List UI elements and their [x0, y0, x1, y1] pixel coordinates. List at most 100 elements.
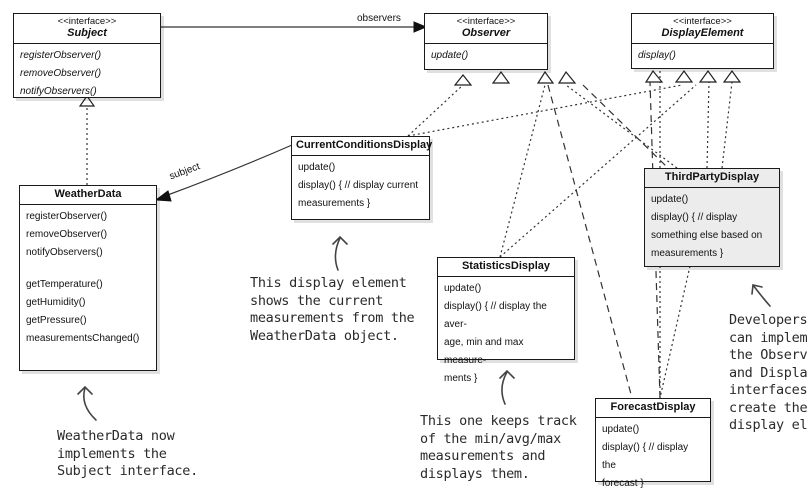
- currentconditions-class-box: CurrentConditionsDisplay update() displa…: [291, 136, 433, 220]
- class-name: WeatherData: [54, 188, 122, 200]
- operation: display() { // display the aver-: [444, 301, 547, 330]
- observer-realization-head-2: [491, 70, 511, 84]
- operation: update(): [444, 283, 482, 294]
- operation: display() { // display: [651, 212, 738, 223]
- statistics-to-observer-line: [499, 84, 546, 258]
- statistics-header: StatisticsDisplay: [438, 258, 574, 277]
- operation: registerObserver(): [26, 211, 108, 222]
- operation: age, min and max measure-: [444, 337, 524, 366]
- operation: removeObserver(): [20, 68, 102, 79]
- displayelement-interface-box: <<interface>> DisplayElement display(): [631, 13, 774, 69]
- operation: display(): [638, 50, 676, 61]
- operations-list: update() display() { // display the aver…: [438, 277, 574, 391]
- operation: ments }: [444, 373, 478, 384]
- operation: something else based on: [651, 230, 763, 241]
- note-line: interfaces: [729, 382, 808, 398]
- note-line: WeatherData object.: [250, 327, 399, 344]
- weatherdata-note: WeatherData now implements the Subject i…: [57, 428, 198, 481]
- operations-list: update() display() { // display the fore…: [596, 418, 710, 496]
- displayelement-realization-head-4: [722, 69, 742, 83]
- note-line: and Display: [729, 364, 808, 381]
- operations-gap: [26, 262, 150, 276]
- observers-arrowhead: [413, 21, 428, 33]
- operation: removeObserver(): [26, 229, 108, 240]
- statistics-to-displayelement-line: [499, 84, 697, 258]
- forecast-header: ForecastDisplay: [596, 399, 710, 418]
- observer-to-forecast-line: [547, 84, 633, 399]
- thirdparty-to-observer-line: [565, 84, 678, 169]
- note-arrow-statistics: [499, 369, 515, 405]
- operation: measurementsChanged(): [26, 333, 140, 344]
- thirdparty-to-forecast-line: [659, 265, 691, 399]
- operations-list: display(): [632, 44, 773, 68]
- note-line: create the: [729, 399, 808, 416]
- operations-list: update() display() { // display current …: [292, 156, 429, 216]
- operations-list: registerObserver() removeObserver() noti…: [20, 205, 156, 351]
- note-line: measurements and: [420, 448, 546, 464]
- observers-label: observers: [357, 13, 401, 24]
- operations-list: registerObserver() removeObserver() noti…: [14, 44, 160, 104]
- class-name: DisplayElement: [661, 27, 744, 39]
- developers-note: Developers can impleme the Observe and D…: [729, 312, 808, 435]
- class-name: ForecastDisplay: [610, 401, 696, 413]
- class-name: Subject: [67, 27, 107, 39]
- note-arrow-weatherdata: [77, 385, 97, 421]
- displayelement-realization-head-3: [698, 69, 718, 83]
- operation: getPressure(): [26, 315, 87, 326]
- note-line: This display element: [250, 275, 407, 291]
- currentconditions-subject-association: [164, 144, 293, 197]
- observer-to-thirdparty-line: [582, 84, 669, 169]
- note-line: the Observe: [729, 347, 808, 363]
- operation: update(): [298, 162, 336, 173]
- note-line: measurements from the: [250, 310, 415, 326]
- statistics-note: This one keeps track of the min/avg/max …: [420, 413, 577, 483]
- class-name: StatisticsDisplay: [461, 260, 551, 272]
- currentconditions-header: CurrentConditionsDisplay: [292, 137, 433, 156]
- observer-interface-box: <<interface>> Observer update(): [424, 13, 548, 70]
- displayelement-interface-header: <<interface>> DisplayElement: [632, 14, 773, 44]
- operation: notifyObservers(): [20, 86, 97, 97]
- operation: update(): [431, 50, 469, 61]
- operation: measurements }: [298, 198, 371, 209]
- operation: measurements }: [651, 248, 724, 259]
- subject-arrowhead: [154, 190, 172, 202]
- operation: update(): [602, 424, 640, 435]
- observer-realization-head-3: [536, 70, 555, 84]
- operation: registerObserver(): [20, 50, 102, 61]
- observer-realization-head-4: [557, 70, 577, 84]
- thirdparty-to-displayelement-line-2: [721, 81, 733, 169]
- operation: getTemperature(): [26, 279, 103, 290]
- stereotype-label: <<interface>>: [57, 16, 117, 27]
- note-line: This one keeps track: [420, 413, 577, 429]
- thirdparty-to-displayelement-line-1: [706, 81, 710, 169]
- note-arrow-developers: [751, 284, 771, 307]
- stereotype-label: <<interface>>: [456, 16, 516, 27]
- currentconditions-to-observer-line: [407, 84, 464, 137]
- note-line: implements the: [57, 445, 167, 462]
- operation: display() { // display the: [602, 442, 689, 471]
- note-arrow-currentconditions: [332, 235, 348, 271]
- weatherdata-header: WeatherData: [20, 186, 156, 205]
- displayelement-realization-head-2: [674, 69, 694, 83]
- note-line: display ele: [729, 417, 808, 433]
- operation: forecast }: [602, 478, 644, 489]
- operation: getHumidity(): [26, 297, 86, 308]
- weatherdata-class-box: WeatherData registerObserver() removeObs…: [19, 185, 157, 371]
- note-line: shows the current: [250, 292, 384, 309]
- thirdparty-header: ThirdPartyDisplay: [645, 169, 779, 188]
- note-line: WeatherData now: [57, 428, 175, 444]
- class-name: CurrentConditionsDisplay: [296, 139, 433, 151]
- operation: display() { // display current: [298, 180, 419, 191]
- observer-interface-header: <<interface>> Observer: [425, 14, 547, 44]
- note-line: can impleme: [729, 329, 808, 346]
- class-name: ThirdPartyDisplay: [664, 171, 760, 183]
- current-conditions-note: This display element shows the current m…: [250, 275, 415, 345]
- operation: update(): [651, 194, 689, 205]
- note-line: Subject interface.: [57, 463, 198, 479]
- class-name: Observer: [461, 27, 511, 39]
- note-line: displays them.: [420, 465, 530, 482]
- subject-interface-header: <<interface>> Subject: [14, 14, 160, 44]
- operation: notifyObservers(): [26, 247, 103, 258]
- displayelement-realization-head-1: [644, 69, 664, 83]
- thirdparty-class-box: ThirdPartyDisplay update() display() { /…: [644, 168, 780, 267]
